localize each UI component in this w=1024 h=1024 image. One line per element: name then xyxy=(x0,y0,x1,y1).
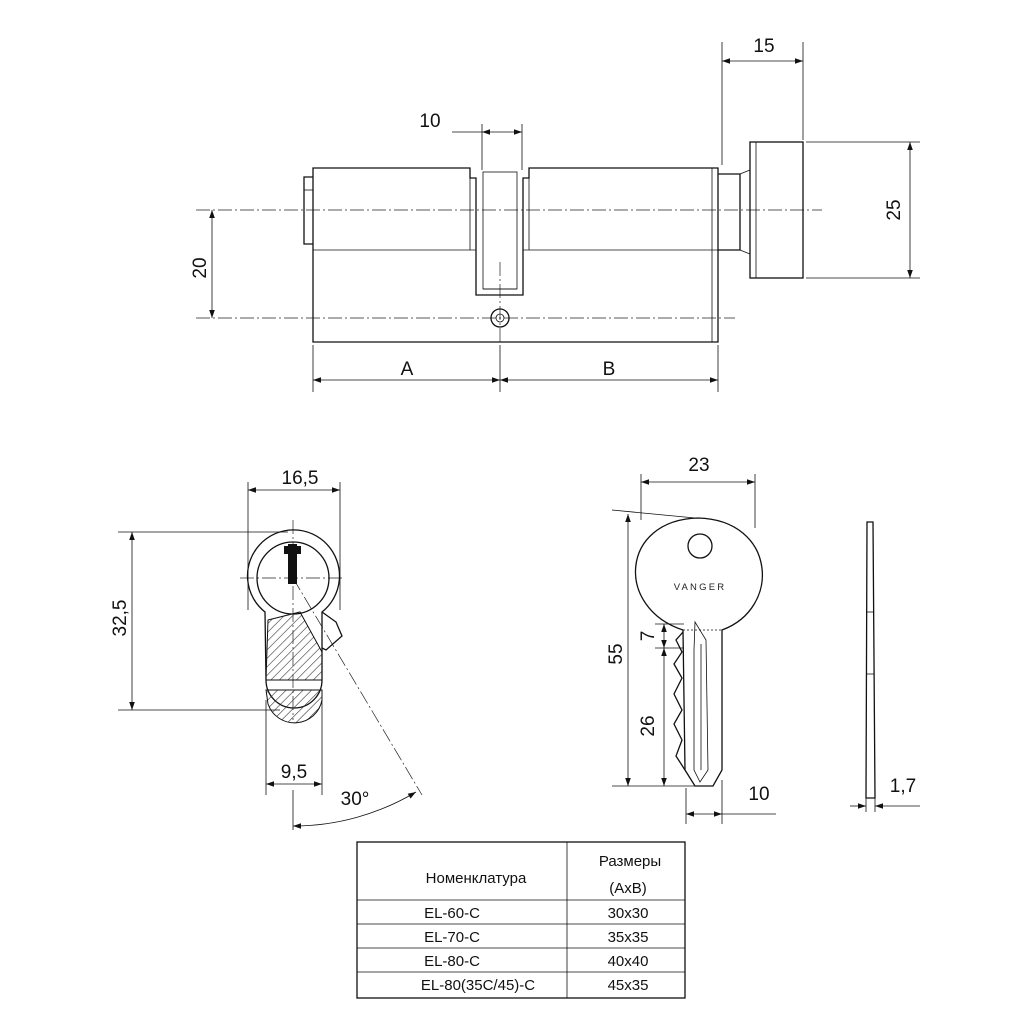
nomenclature-table: Номенклатура Размеры (AxB) EL-60-C 30x30… xyxy=(356,841,686,999)
fixing-hole xyxy=(490,308,510,328)
dim-axis-to-pin: 20 xyxy=(190,257,211,278)
label-a: A xyxy=(401,359,414,380)
cylinder-side-view: 15 10 25 20 A B xyxy=(190,36,920,392)
table-row-size: 45x35 xyxy=(608,977,649,994)
dim-key-thickness: 1,7 xyxy=(890,776,916,797)
dim-knob-height: 25 xyxy=(884,199,905,220)
dim-key-blade: 26 xyxy=(638,715,659,736)
knob-neck xyxy=(718,173,741,251)
table-row-name: EL-60-C xyxy=(424,905,480,922)
label-b: B xyxy=(603,359,616,380)
dim-bottom-width: 9,5 xyxy=(281,762,307,783)
table-header-name: Номенклатура xyxy=(426,870,527,887)
dim-profile-width: 16,5 xyxy=(282,468,319,489)
table-header-size-sub: (AxB) xyxy=(609,880,647,897)
cylinder-profile-view: 16,5 32,5 9,5 30° xyxy=(110,468,423,830)
dim-angle: 30° xyxy=(341,789,370,810)
table-row-name: EL-70-C xyxy=(424,929,480,946)
dim-key-length: 55 xyxy=(606,643,627,664)
hatched-section xyxy=(265,611,323,681)
knob xyxy=(749,141,804,279)
key-groove xyxy=(693,620,709,783)
table-header-size: Размеры xyxy=(599,853,661,870)
left-plug xyxy=(303,176,313,245)
angle-arc xyxy=(292,791,417,829)
dim-knob-depth: 15 xyxy=(753,36,774,57)
key-side-view xyxy=(865,521,876,799)
key-view: VANGER 23 55 7 26 10 1,7 xyxy=(606,455,920,824)
table-row-name: EL-80(35C/45)-C xyxy=(421,977,535,994)
table-row-size: 35x35 xyxy=(608,929,649,946)
angle-line xyxy=(292,577,423,796)
key-hole xyxy=(687,533,713,559)
dim-profile-height: 32,5 xyxy=(110,600,131,637)
cylinder-body xyxy=(312,167,719,343)
table-row-size: 30x30 xyxy=(608,905,649,922)
table-row-size: 40x40 xyxy=(608,953,649,970)
dim-key-shoulder: 7 xyxy=(638,631,659,642)
key-brand: VANGER xyxy=(674,582,727,593)
keyway xyxy=(288,544,297,584)
dim-blade-width: 10 xyxy=(748,784,769,805)
table-border xyxy=(356,841,686,999)
table-row-name: EL-80-C xyxy=(424,953,480,970)
key-outline xyxy=(635,517,763,787)
dim-cam-width: 10 xyxy=(419,111,440,132)
cam-rotated xyxy=(321,611,343,651)
dim-key-width: 23 xyxy=(688,455,709,476)
